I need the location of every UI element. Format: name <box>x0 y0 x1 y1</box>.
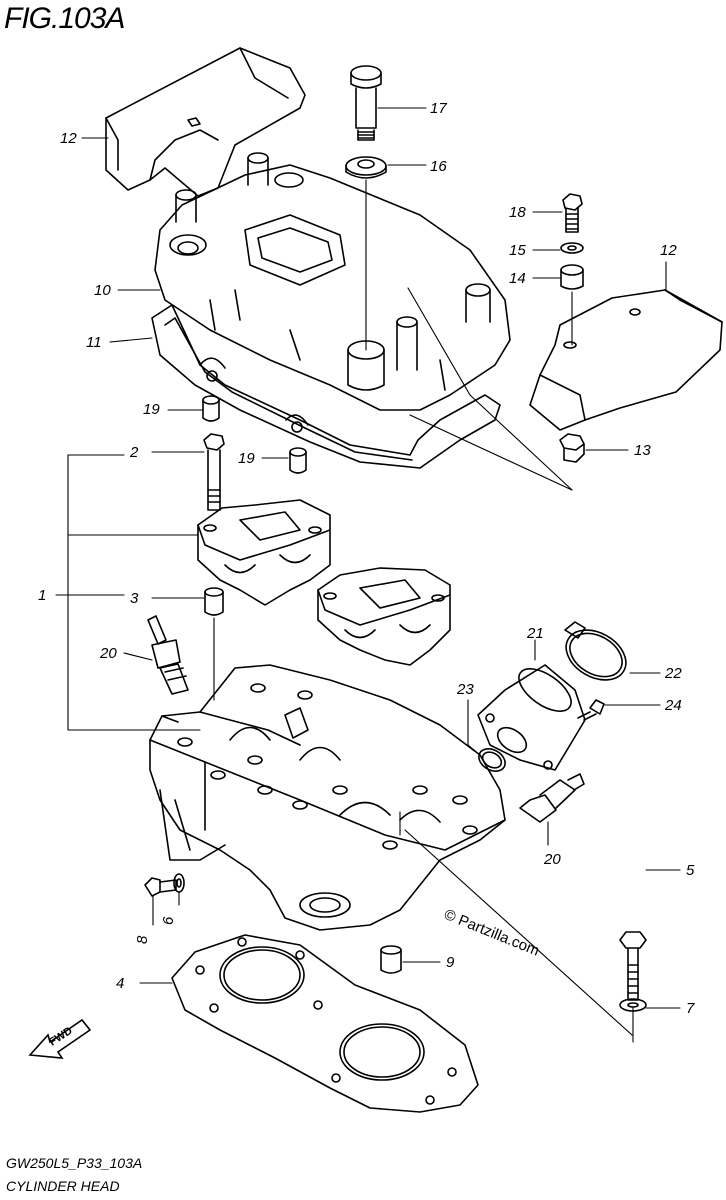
callout-11: 11 <box>86 334 102 351</box>
figure-title: FIG.103A <box>4 2 125 35</box>
part-20-spark-plug-left[interactable] <box>147 615 189 695</box>
callout-7: 7 <box>686 1000 695 1017</box>
part-1-camshaft-holder-lower[interactable] <box>317 567 451 666</box>
callout-4: 4 <box>116 975 124 992</box>
part-20-spark-plug-right[interactable] <box>519 773 585 823</box>
part-21-intake-pipe[interactable] <box>477 661 586 771</box>
part-11-cover-gasket[interactable] <box>151 304 501 469</box>
callout-22: 22 <box>664 665 682 682</box>
callout-3: 3 <box>130 590 139 607</box>
diagram-code: GW250L5_P33_103A <box>6 1155 143 1171</box>
part-12-cover-right[interactable] <box>529 289 723 431</box>
callout-20-left: 20 <box>99 645 117 662</box>
callout-12-right: 12 <box>660 242 677 259</box>
callout-2: 2 <box>129 444 139 461</box>
callout-16: 16 <box>430 158 447 175</box>
callout-5: 5 <box>686 862 695 879</box>
callout-12-left: 12 <box>60 130 77 147</box>
part-23-o-ring[interactable] <box>475 744 509 775</box>
callout-6: 6 <box>160 916 177 925</box>
part-12-cover-left[interactable] <box>105 47 306 197</box>
leader-lines <box>55 107 681 1043</box>
part-9-dowel[interactable] <box>380 945 402 974</box>
part-17-bolt[interactable] <box>350 65 382 141</box>
callout-14: 14 <box>509 270 526 287</box>
part-5-stud-bolt[interactable] <box>619 931 647 1001</box>
callout-19-lower: 19 <box>238 450 255 467</box>
diagram-name: CYLINDER HEAD <box>6 1178 120 1194</box>
part-18-bolt[interactable] <box>562 193 583 233</box>
part-4-head-gasket[interactable] <box>171 934 479 1113</box>
part-6-washer[interactable] <box>173 873 185 893</box>
callout-18: 18 <box>509 204 526 221</box>
part-2-bolt[interactable] <box>203 433 225 511</box>
callout-19-upper: 19 <box>143 401 160 418</box>
callout-20-right: 20 <box>543 851 561 868</box>
part-19-dowel-lower[interactable] <box>289 447 307 474</box>
callout-labels: 17 16 12 10 11 19 19 2 1 3 20 18 15 14 1… <box>38 100 695 1017</box>
part-13-nut[interactable] <box>559 433 585 463</box>
part-3-dowel[interactable] <box>204 587 224 616</box>
callout-24: 24 <box>664 697 682 714</box>
part-14-grommet[interactable] <box>560 264 584 290</box>
part-1-camshaft-holder-upper[interactable] <box>197 499 331 606</box>
callout-23: 23 <box>456 681 474 698</box>
callout-8: 8 <box>134 935 151 944</box>
part-1-cylinder-head[interactable] <box>149 664 506 931</box>
fwd-arrow-icon: FWD <box>28 1018 92 1059</box>
part-19-dowel-upper[interactable] <box>202 395 220 422</box>
callout-1: 1 <box>38 587 46 604</box>
callout-9: 9 <box>446 954 455 971</box>
callout-10: 10 <box>94 282 111 299</box>
part-8-bolt[interactable] <box>144 877 177 897</box>
part-24-screw[interactable] <box>577 699 605 721</box>
callout-17: 17 <box>430 100 447 117</box>
part-15-washer[interactable] <box>560 242 584 254</box>
callout-15: 15 <box>509 242 526 259</box>
callout-21: 21 <box>526 625 544 642</box>
part-16-seal-washer[interactable] <box>345 156 387 179</box>
part-10-head-cover[interactable] <box>154 152 511 411</box>
part-22-clamp[interactable] <box>557 620 634 690</box>
callout-13: 13 <box>634 442 651 459</box>
